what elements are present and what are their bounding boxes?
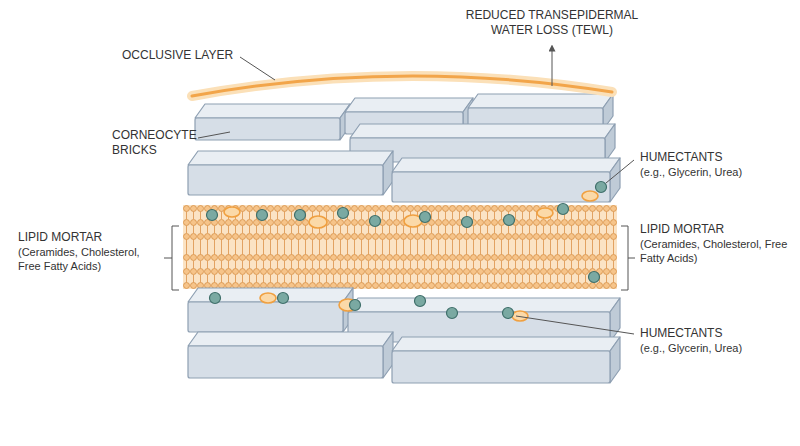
corneocyte-brick bbox=[195, 118, 340, 140]
leader-line bbox=[606, 160, 634, 183]
humectant-molecule bbox=[370, 216, 381, 227]
corneocyte-brick bbox=[392, 337, 620, 351]
leader-line bbox=[198, 132, 230, 138]
corneocyte-brick bbox=[610, 158, 620, 202]
leader-line bbox=[621, 226, 635, 290]
humectant-molecule bbox=[504, 215, 515, 226]
occlusive-layer bbox=[192, 76, 612, 96]
humectant-glow bbox=[309, 216, 327, 228]
label-heading: HUMECTANTS bbox=[640, 150, 790, 165]
humectant-glow bbox=[582, 191, 598, 201]
label-note: (e.g., Glycerin, Urea) bbox=[640, 166, 790, 180]
label-note: (Ceramides, Cholesterol, Free Fatty Acid… bbox=[640, 238, 790, 266]
humectant-molecule bbox=[257, 210, 268, 221]
corneocyte-brick bbox=[392, 158, 620, 202]
corneocyte-brick bbox=[468, 94, 613, 108]
humectant-molecule bbox=[462, 217, 473, 228]
humectant-glow bbox=[537, 208, 553, 218]
humectant-glow bbox=[512, 311, 528, 321]
humectant-molecule bbox=[589, 272, 600, 283]
corneocyte-brick bbox=[188, 346, 383, 378]
leader-line bbox=[552, 48, 553, 86]
corneocyte-brick bbox=[188, 332, 393, 346]
occlusive-layer bbox=[192, 76, 612, 96]
lipid-bilayer bbox=[183, 205, 617, 289]
humectant-molecule bbox=[447, 308, 458, 319]
callout-label: REDUCED TRANSEPIDERMAL WATER LOSS (TEWL) bbox=[452, 8, 652, 38]
corneocyte-brick bbox=[348, 298, 620, 312]
humectant-molecule bbox=[350, 300, 361, 311]
humectant-molecule bbox=[295, 210, 306, 221]
humectant-molecule bbox=[420, 212, 431, 223]
corneocyte-brick bbox=[188, 288, 620, 383]
label-note: (e.g., Glycerin, Urea) bbox=[640, 342, 790, 356]
corneocyte-brick bbox=[392, 172, 610, 202]
corneocyte-brick bbox=[605, 124, 615, 162]
humectant-molecule bbox=[415, 296, 426, 307]
corneocyte-brick bbox=[350, 124, 615, 138]
corneocyte-brick bbox=[195, 104, 350, 140]
humectant-molecule bbox=[207, 210, 218, 221]
corneocyte-brick bbox=[392, 351, 610, 383]
humectant-molecule bbox=[596, 182, 607, 193]
corneocyte-brick bbox=[392, 158, 620, 172]
corneocyte-brick bbox=[188, 288, 353, 332]
corneocyte-brick bbox=[195, 104, 350, 118]
corneocyte-brick bbox=[392, 337, 620, 383]
humectant-glow bbox=[224, 191, 598, 321]
occlusive-layer bbox=[192, 76, 612, 96]
leader-line bbox=[164, 226, 179, 290]
corneocyte-brick bbox=[188, 165, 383, 195]
corneocyte-brick bbox=[188, 151, 393, 165]
label-note: (Ceramides, Cholesterol, Free Fatty Acid… bbox=[18, 246, 163, 274]
humectant-molecule bbox=[558, 204, 569, 215]
leader-line bbox=[240, 57, 275, 80]
leader-line bbox=[164, 48, 635, 334]
corneocyte-brick bbox=[610, 337, 620, 383]
lipid-bilayer bbox=[183, 247, 617, 289]
corneocyte-brick bbox=[188, 94, 620, 202]
corneocyte-brick bbox=[188, 332, 393, 378]
lipid-bilayer bbox=[183, 205, 617, 289]
humectant-molecule bbox=[278, 293, 289, 304]
humectant-glow bbox=[224, 207, 240, 217]
lipid-bilayer bbox=[183, 205, 617, 247]
label-text: OCCLUSIVE LAYER bbox=[122, 48, 282, 63]
label-heading: LIPID MORTAR bbox=[640, 222, 790, 237]
corneocyte-brick bbox=[188, 151, 393, 195]
humectant-molecule bbox=[338, 208, 349, 219]
leader-line bbox=[516, 316, 634, 334]
humectant-molecule bbox=[207, 182, 607, 319]
humectant-molecule bbox=[503, 308, 514, 319]
corneocyte-brick bbox=[610, 298, 620, 342]
label-heading: LIPID MORTAR bbox=[18, 230, 163, 245]
label-text: CORNEOCYTE BRICKS bbox=[112, 128, 204, 158]
humectant-glow bbox=[260, 293, 276, 303]
humectant-molecule bbox=[210, 293, 221, 304]
corneocyte-brick bbox=[345, 98, 473, 112]
corneocyte-brick bbox=[188, 302, 343, 332]
label-heading: HUMECTANTS bbox=[640, 326, 790, 341]
